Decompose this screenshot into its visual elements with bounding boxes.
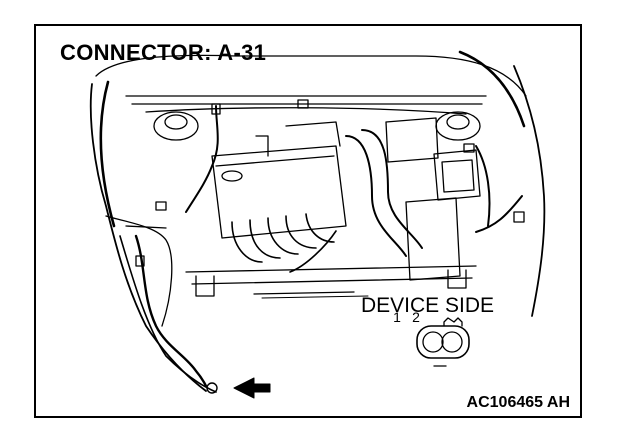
connector-pin-1: 1: [393, 309, 401, 325]
connector-pin-2: 2: [412, 309, 420, 325]
connector-title: CONNECTOR: A-31: [60, 40, 267, 65]
diagram-frame: CONNECTOR: A-31 DEVICE SIDE 1 2 AC106465…: [34, 24, 582, 418]
engine-bay-illustration: [89, 50, 546, 399]
connector-face-icon: [416, 317, 470, 367]
device-side-label: DEVICE SIDE: [361, 294, 495, 317]
figure-code: AC106465 AH: [466, 394, 570, 411]
location-arrow-icon: [206, 377, 271, 399]
